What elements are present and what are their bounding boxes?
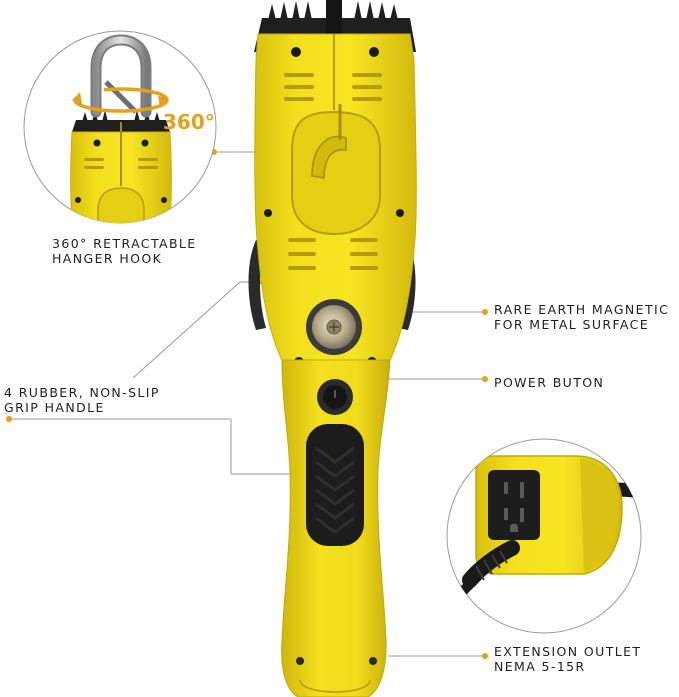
work-light — [248, 0, 417, 697]
rotation-text: 360° — [163, 110, 215, 134]
hanger-inset: 360° — [23, 30, 217, 224]
feature-label-outlet: EXTENSION OUTLET NEMA 5-15R — [494, 644, 641, 674]
hanger-hook — [311, 135, 347, 179]
feature-label-magnet: RARE EARTH MAGNETIC FOR METAL SURFACE — [494, 302, 669, 332]
receptacle — [488, 470, 540, 540]
feature-power-line1: POWER BUTON — [494, 375, 605, 390]
feature-outlet-line1: EXTENSION OUTLET — [494, 644, 642, 659]
feature-grip-line1: 4 RUBBER, NON-SLIP — [4, 385, 160, 400]
feature-outlet-line2: NEMA 5-15R — [494, 659, 586, 674]
power-cord-top — [326, 0, 342, 40]
grip-chevrons — [315, 446, 355, 534]
hook-recess — [291, 110, 381, 236]
feature-magnet-line2: FOR METAL SURFACE — [494, 317, 650, 332]
left-grip-rail — [248, 240, 266, 330]
vent-slots — [284, 73, 382, 270]
outlet-inset — [446, 438, 642, 634]
feature-hanger-line1: 360° RETRACTABLE — [52, 236, 197, 251]
feature-label-grip: 4 RUBBER, NON-SLIP GRIP HANDLE — [4, 385, 160, 415]
feature-label-power: POWER BUTON — [494, 375, 604, 390]
feature-magnet-line1: RARE EARTH MAGNETIC — [494, 302, 670, 317]
feature-grip-line2: GRIP HANDLE — [4, 400, 105, 415]
cooling-fins — [268, 1, 398, 20]
feature-label-hanger: 360° RETRACTABLE HANGER HOOK — [52, 236, 197, 266]
feature-hanger-line2: HANGER HOOK — [52, 251, 163, 266]
rubber-grip-pad — [306, 424, 364, 546]
